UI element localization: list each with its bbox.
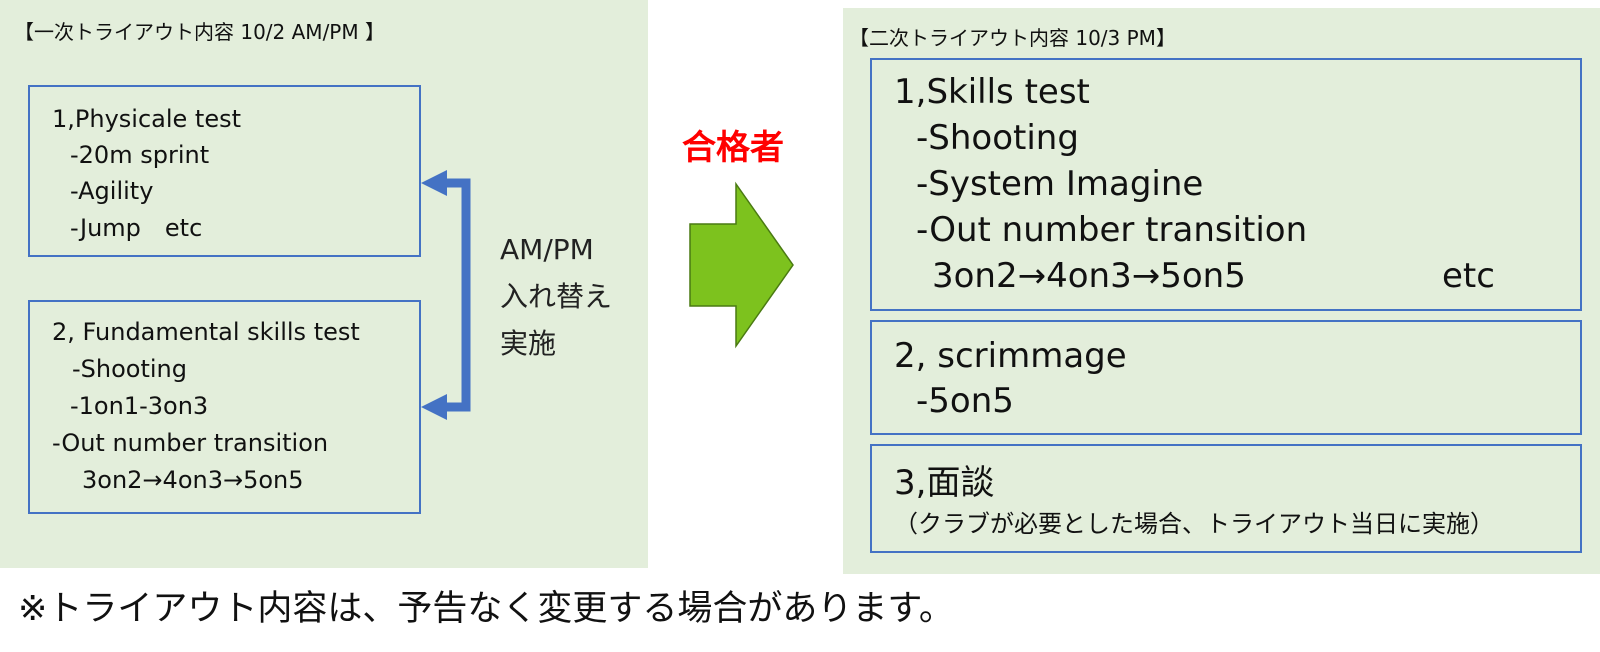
list-item: -Out number transition	[52, 429, 329, 457]
list-item: 3on2→4on3→5on5	[82, 466, 304, 494]
list-item: -System Imagine	[916, 164, 1204, 204]
footer-note: ※トライアウト内容は、予告なく変更する場合があります。	[18, 589, 954, 629]
list-item: -Out number transition	[916, 210, 1308, 250]
list-item: -Agility	[70, 177, 154, 205]
physical-test-box: 1,Physicale test -20m sprint -Agility -J…	[28, 85, 421, 257]
swap-note-line1: AM/PM	[500, 233, 594, 266]
physical-test-heading: 1,Physicale test	[52, 105, 242, 133]
fundamental-skills-box: 2, Fundamental skills test -Shooting -1o…	[28, 300, 421, 514]
list-item: -Jump etc	[70, 214, 203, 242]
second-tryout-panel: 【二次トライアウト内容 10/3 PM】 1,Skills test -Shoo…	[843, 8, 1600, 574]
list-item: -Shooting	[72, 355, 187, 383]
scrimmage-box: 2, scrimmage -5on5	[870, 320, 1582, 435]
interview-note: （クラブが必要とした場合、トライアウト当日に実施）	[894, 510, 1494, 538]
pass-label: 合格者	[682, 128, 784, 168]
swap-note-line2: 入れ替え	[500, 280, 613, 313]
swap-note-line3: 実施	[500, 327, 557, 360]
transition-sequence: 3on2→4on3→5on5	[932, 256, 1246, 296]
first-tryout-panel: 【一次トライアウト内容 10/2 AM/PM 】 1,Physicale tes…	[0, 0, 648, 568]
list-item: -1on1-3on3	[70, 392, 209, 420]
interview-heading: 3,面談	[894, 463, 995, 503]
scrimmage-heading: 2, scrimmage	[894, 336, 1127, 376]
skills-test-heading: 1,Skills test	[894, 72, 1090, 112]
second-tryout-title: 【二次トライアウト内容 10/3 PM】	[849, 26, 1176, 50]
etc-label: etc	[1442, 256, 1495, 296]
fundamental-skills-heading: 2, Fundamental skills test	[52, 318, 360, 346]
list-item: -5on5	[916, 381, 1014, 421]
interview-box: 3,面談 （クラブが必要とした場合、トライアウト当日に実施）	[870, 444, 1582, 553]
list-item: -Shooting	[916, 118, 1079, 158]
skills-test-box: 1,Skills test -Shooting -System Imagine …	[870, 58, 1582, 311]
list-item: -20m sprint	[70, 141, 210, 169]
first-tryout-title: 【一次トライアウト内容 10/2 AM/PM 】	[14, 20, 385, 44]
